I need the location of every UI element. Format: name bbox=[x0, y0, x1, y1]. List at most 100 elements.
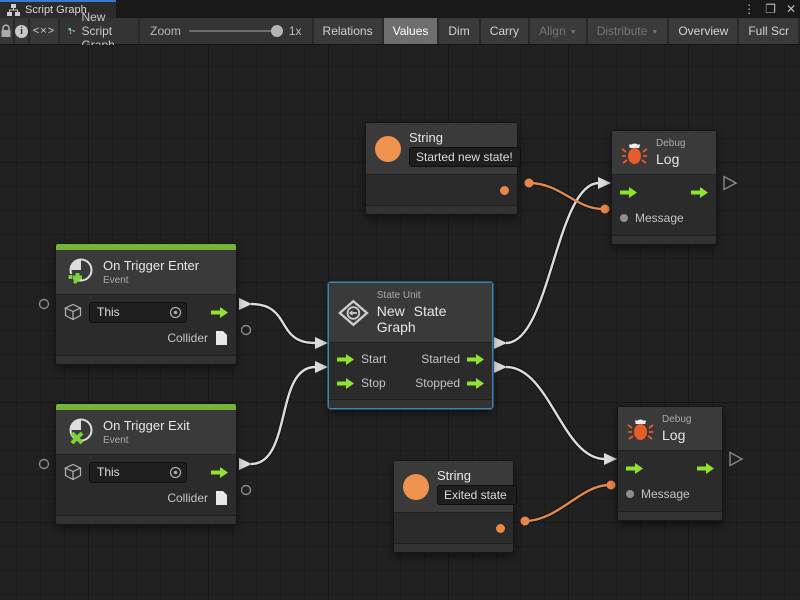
wire-arrowhead bbox=[239, 298, 252, 310]
flow-in-arrow-icon[interactable] bbox=[620, 186, 637, 198]
toolbar-button-values[interactable]: Values bbox=[383, 18, 440, 44]
port-label: Message bbox=[641, 487, 690, 501]
tab-script-graph[interactable]: Script Graph bbox=[0, 0, 116, 18]
node-on-trigger-enter[interactable]: On Trigger Enter Event This bbox=[55, 243, 237, 365]
lock-button[interactable] bbox=[0, 18, 15, 44]
flow-in-arrow-icon[interactable] bbox=[337, 377, 354, 389]
wire-arrowhead bbox=[315, 337, 328, 349]
wire-arrowhead bbox=[494, 337, 507, 349]
string-value-input[interactable] bbox=[409, 147, 521, 167]
target-object-field[interactable]: This bbox=[89, 461, 187, 483]
value-wire-endpoint bbox=[524, 178, 534, 188]
wire-arrowhead bbox=[494, 361, 507, 373]
node-debug-log-bottom[interactable]: Debug Log Message bbox=[617, 406, 723, 521]
port-gameobject-in[interactable] bbox=[38, 298, 50, 310]
collider-document-icon bbox=[216, 331, 227, 345]
node-title: String bbox=[437, 468, 471, 483]
graph-canvas[interactable]: String Debug Log bbox=[0, 45, 800, 600]
node-title: Log bbox=[662, 427, 686, 443]
flow-out-arrow-icon[interactable] bbox=[691, 186, 708, 198]
node-category: Debug bbox=[656, 138, 686, 149]
node-resize-strip bbox=[329, 400, 492, 408]
node-string-top[interactable]: String bbox=[365, 122, 521, 215]
node-on-trigger-exit[interactable]: On Trigger Exit Event This bbox=[55, 403, 237, 525]
string-value-input[interactable] bbox=[437, 485, 517, 505]
target-object-field[interactable]: This bbox=[89, 301, 187, 323]
port-flow-out-unconnected[interactable] bbox=[723, 175, 738, 191]
wire-enter-to-start[interactable] bbox=[250, 302, 316, 345]
port-message-input[interactable] bbox=[626, 490, 634, 498]
wire-string-top-to-message[interactable] bbox=[528, 181, 604, 211]
node-subtitle: Event bbox=[103, 435, 129, 446]
wire-exit-to-stop[interactable] bbox=[250, 365, 316, 466]
node-resize-strip bbox=[366, 206, 517, 214]
graph-toolbar: i <×> New Script Graph Zoom 1x Relations… bbox=[0, 10, 800, 52]
node-title: Log bbox=[656, 151, 680, 167]
flow-out-arrow-icon[interactable] bbox=[467, 377, 484, 389]
wire-started-to-log-top[interactable] bbox=[505, 181, 600, 345]
tab-label: Script Graph bbox=[25, 4, 87, 16]
node-resize-strip bbox=[56, 356, 236, 364]
port-string-output[interactable] bbox=[496, 523, 505, 533]
toolbar-button-overview[interactable]: Overview bbox=[669, 18, 740, 44]
zoom-slider[interactable] bbox=[188, 25, 283, 37]
code-preview-toggle[interactable]: <×> bbox=[29, 18, 61, 44]
toolbar-button-dim[interactable]: Dim bbox=[439, 18, 481, 44]
event-accent-bar bbox=[56, 404, 236, 410]
object-picker-icon[interactable] bbox=[169, 466, 182, 479]
port-flow-out-unconnected[interactable] bbox=[729, 451, 744, 467]
value-wire-endpoint bbox=[600, 204, 610, 214]
zoom-control: Zoom 1x bbox=[140, 18, 314, 44]
port-collider-out[interactable] bbox=[240, 484, 252, 496]
window-tab-bar: Script Graph ⋮ ❐ ✕ bbox=[0, 0, 800, 18]
string-literal-circle-icon bbox=[375, 135, 401, 162]
node-state-unit[interactable]: State Unit New State Graph Start Started bbox=[328, 282, 493, 409]
zoom-slider-handle[interactable] bbox=[270, 25, 283, 37]
lock-icon bbox=[1, 24, 11, 37]
node-title: String bbox=[409, 130, 443, 145]
flow-out-arrow-icon[interactable] bbox=[211, 466, 228, 478]
graph-name-header[interactable]: New Script Graph bbox=[60, 10, 141, 52]
code-icon: <×> bbox=[32, 25, 56, 37]
port-collider-out[interactable] bbox=[240, 324, 252, 336]
toolbar-button-distribute[interactable]: Distribute ▼ bbox=[587, 18, 670, 44]
port-gameobject-in[interactable] bbox=[38, 458, 50, 470]
flow-out-arrow-icon[interactable] bbox=[211, 306, 228, 318]
toolbar-button-carry[interactable]: Carry bbox=[480, 18, 531, 44]
port-label: Start bbox=[361, 352, 387, 366]
object-picker-icon[interactable] bbox=[169, 306, 182, 319]
flow-in-arrow-icon[interactable] bbox=[626, 462, 643, 474]
port-label: Stopped bbox=[415, 376, 460, 390]
node-category: State Unit bbox=[376, 290, 421, 301]
info-button[interactable]: i bbox=[14, 18, 30, 44]
node-string-bottom[interactable]: String bbox=[393, 460, 517, 553]
wire-string-bottom-to-message[interactable] bbox=[524, 483, 610, 523]
close-icon[interactable]: ✕ bbox=[785, 2, 796, 16]
port-label: Started bbox=[421, 352, 460, 366]
zoom-label: Zoom bbox=[150, 24, 181, 38]
node-title: On Trigger Exit bbox=[103, 418, 190, 433]
bug-icon bbox=[627, 419, 654, 440]
port-string-output[interactable] bbox=[500, 185, 509, 195]
event-plus-icon bbox=[67, 258, 93, 285]
bug-icon bbox=[621, 143, 648, 164]
node-debug-log-top[interactable]: Debug Log Message bbox=[611, 130, 717, 245]
flow-in-arrow-icon[interactable] bbox=[337, 353, 354, 365]
toolbar-button-relations[interactable]: Relations bbox=[313, 18, 384, 44]
toolbar-button-fullscreen[interactable]: Full Scr bbox=[739, 18, 800, 44]
toolbar-button-align[interactable]: Align ▼ bbox=[530, 18, 588, 44]
wire-stopped-to-log-bottom[interactable] bbox=[505, 365, 606, 461]
port-message-input[interactable] bbox=[620, 214, 628, 222]
chevron-down-icon: ▼ bbox=[651, 28, 659, 36]
node-resize-strip bbox=[612, 236, 716, 244]
maximize-icon[interactable]: ❐ bbox=[765, 2, 776, 16]
node-resize-strip bbox=[618, 512, 722, 520]
flow-out-arrow-icon[interactable] bbox=[697, 462, 714, 474]
gameobject-cube-icon bbox=[64, 463, 82, 481]
zoom-value: 1x bbox=[288, 24, 302, 38]
node-category: Debug bbox=[662, 414, 692, 425]
window-menu-icon[interactable]: ⋮ bbox=[743, 2, 756, 16]
wire-arrowhead bbox=[239, 458, 252, 470]
flow-out-arrow-icon[interactable] bbox=[467, 353, 484, 365]
gameobject-cube-icon bbox=[64, 303, 82, 321]
